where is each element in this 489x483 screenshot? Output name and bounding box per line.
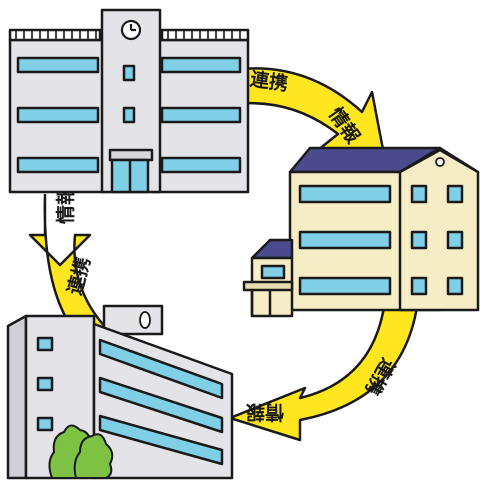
building-office-bottom-left — [8, 306, 232, 478]
arrow-bottom-label-a: 情報 — [245, 401, 284, 424]
clock-icon — [122, 21, 140, 39]
building-apartment-right — [244, 148, 478, 316]
